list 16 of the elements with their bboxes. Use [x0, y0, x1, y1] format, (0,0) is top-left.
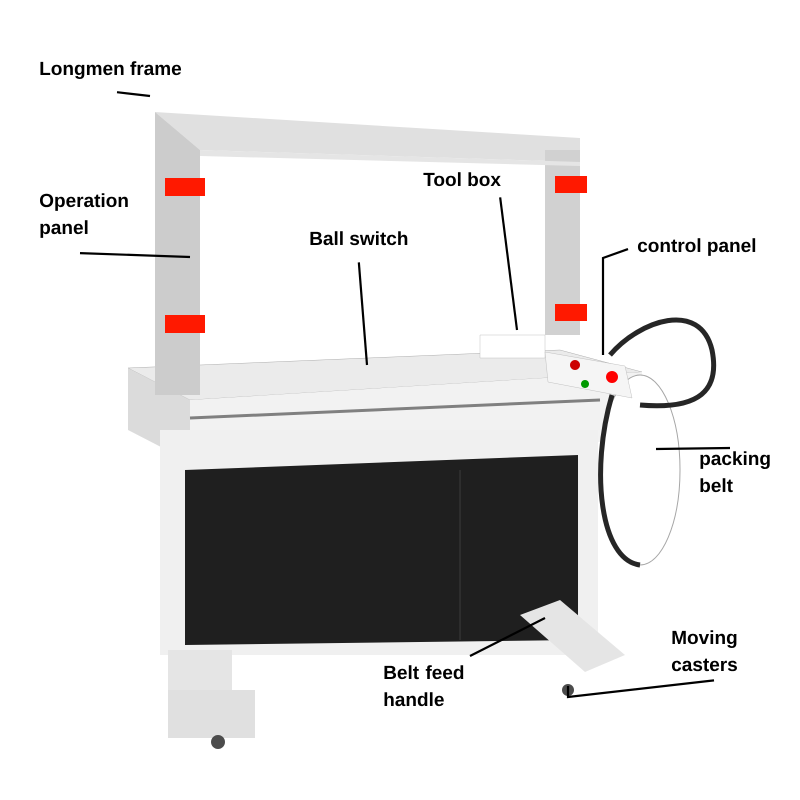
leader-line [656, 446, 730, 450]
part-label: Operation panel [40, 193, 128, 238]
leader-line [602, 248, 628, 355]
part-label: packing belt [700, 451, 770, 492]
leader-line [499, 197, 518, 330]
leader-line [566, 679, 714, 698]
leader-line [80, 252, 190, 258]
part-label: Tool box [423, 172, 501, 186]
part-label: control panel [638, 238, 756, 256]
part-label: Belt feed handle [384, 665, 464, 706]
leader-line [470, 617, 546, 657]
part-label: Ball switch [310, 231, 408, 246]
leader-line [116, 91, 150, 98]
part-label: Longmen frame [40, 61, 182, 79]
part-label: Moving casters [672, 630, 737, 672]
leader-line [358, 262, 368, 366]
